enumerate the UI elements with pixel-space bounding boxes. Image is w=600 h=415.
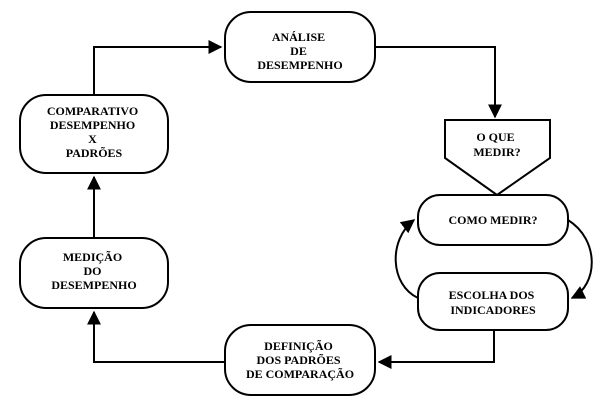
node-escolha-dos-indicadores: ESCOLHA DOS INDICADORES bbox=[417, 272, 569, 331]
node-analise-de-desempenho: ANÁLISE DE DESEMPENHO bbox=[224, 11, 376, 83]
node-como-medir: COMO MEDIR? bbox=[417, 194, 569, 246]
arrow-comparativo-to-analise bbox=[93, 40, 223, 95]
arrow-analise-to-oquemedir bbox=[375, 46, 502, 119]
node-definicao-text: DEFINIÇÃO DOS PADRÕES DE COMPARAÇÃO bbox=[246, 339, 354, 381]
node-comparativo: COMPARATIVO DESEMPENHO X PADRÕES bbox=[19, 94, 169, 174]
arrow-escolha-to-definicao bbox=[377, 330, 495, 369]
arrow-definicao-to-medicao bbox=[87, 310, 225, 363]
node-analise-text: ANÁLISE DE DESEMPENHO bbox=[257, 30, 342, 72]
node-o-que-medir-text: O QUE MEDIR? bbox=[473, 130, 520, 159]
node-medicao-text: MEDIÇÃO DO DESEMPENHO bbox=[51, 250, 136, 292]
node-o-que-medir: O QUE MEDIR? bbox=[444, 119, 551, 197]
node-escolha-text: ESCOLHA DOS INDICADORES bbox=[449, 288, 538, 317]
node-medicao-do-desempenho: MEDIÇÃO DO DESEMPENHO bbox=[19, 237, 169, 309]
node-como-medir-text: COMO MEDIR? bbox=[449, 213, 538, 227]
node-comparativo-text: COMPARATIVO DESEMPENHO X PADRÕES bbox=[47, 104, 141, 160]
node-definicao-dos-padroes: DEFINIÇÃO DOS PADRÕES DE COMPARAÇÃO bbox=[224, 324, 376, 396]
arrow-escolha-to-comomedir bbox=[394, 219, 419, 299]
arrow-comomedir-to-escolha bbox=[567, 219, 593, 299]
